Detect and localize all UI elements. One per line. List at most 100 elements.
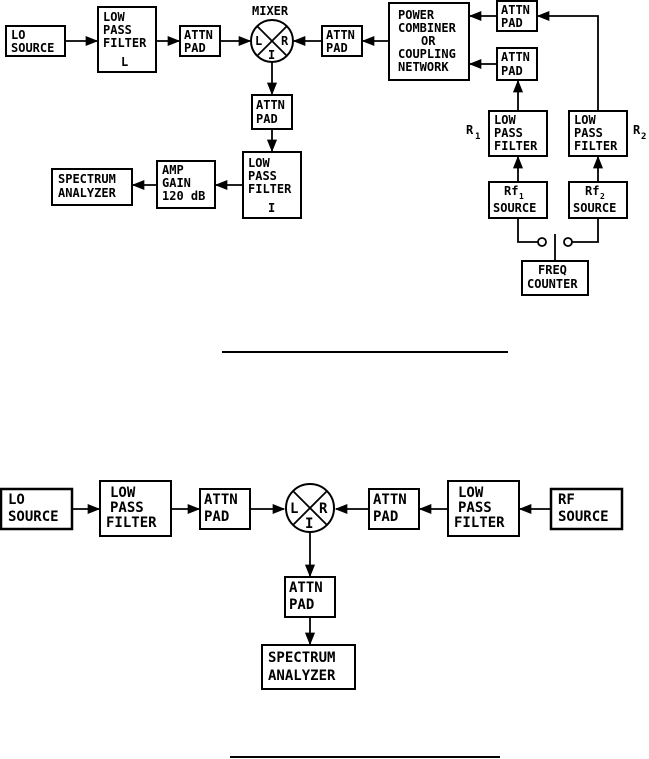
top-mixer-port-i: I	[268, 48, 275, 62]
top-lpf-r1-line2: PASS	[494, 126, 523, 140]
bottom-spectrum-line2: ANALYZER	[268, 668, 336, 684]
top-lpf-r2-line1: LOW	[574, 113, 596, 127]
top-mixer-port-l: L	[255, 34, 262, 48]
bottom-lpf-left-line3: FILTER	[106, 515, 157, 531]
bottom-connections	[72, 503, 551, 758]
top-rf2-main: Rf	[585, 184, 599, 198]
bottom-attn-i-line2: PAD	[289, 597, 314, 613]
top-lpf-i-line3: FILTER	[248, 182, 292, 196]
top-lpf-l-line2: PASS	[103, 23, 132, 37]
bottom-spectrum-analyzer-block: SPECTRUM ANALYZER	[261, 644, 356, 690]
top-r1-subscript: 1	[475, 132, 480, 142]
top-rf1-sub: 1	[519, 192, 524, 201]
top-attn-left-line2: PAD	[184, 41, 206, 55]
bottom-lpf-right-line3: FILTER	[454, 515, 505, 531]
figure-bottom: LO SOURCE LOW PASS FILTER ATTN PAD L R I…	[0, 480, 624, 758]
top-lpf-r1-line1: LOW	[494, 113, 516, 127]
top-amp-line2: GAIN	[162, 176, 191, 190]
bottom-rf-source-block: RF SOURCE	[549, 487, 624, 531]
top-attn-pad-i: ATTN PAD	[251, 94, 293, 130]
top-attn-right-line1: ATTN	[326, 28, 355, 42]
top-freq-counter-block: FREQ COUNTER	[521, 260, 589, 296]
top-combiner-line2: COMBINER	[398, 21, 457, 35]
top-lpf-i-line2: PASS	[248, 169, 277, 183]
top-lpf-i-tag: I	[268, 201, 275, 215]
top-combiner-line5: NETWORK	[398, 60, 449, 74]
bottom-lpf-left-line2: PASS	[110, 500, 144, 516]
top-r2-subscript: 2	[641, 132, 646, 142]
top-attn-right-line2: PAD	[326, 41, 348, 55]
bottom-lpf-right-block: LOW PASS FILTER	[447, 480, 520, 537]
top-attn-pad-r1-lower: ATTN PAD	[496, 47, 538, 81]
top-mixer-port-r: R	[281, 34, 289, 48]
bottom-attn-i-line1: ATTN	[289, 580, 323, 596]
top-lpf-r1-block: LOW PASS FILTER	[488, 110, 548, 157]
top-attn-i-line1: ATTN	[256, 98, 285, 112]
top-combiner-line1: POWER	[398, 8, 435, 22]
bottom-rf-source-line2: SOURCE	[558, 509, 609, 525]
top-r1-label: R	[466, 123, 474, 137]
top-lpf-l-line1: LOW	[103, 10, 125, 24]
top-lpf-i-line1: LOW	[248, 156, 270, 170]
bottom-attn-right-line1: ATTN	[373, 492, 407, 508]
bottom-lpf-left-block: LOW PASS FILTER	[99, 480, 172, 537]
bottom-lpf-right-line2: PASS	[458, 500, 492, 516]
top-lpf-l-tag: L	[121, 55, 128, 69]
bottom-attn-left-line2: PAD	[204, 509, 229, 525]
bottom-mixer: L R I	[285, 483, 335, 533]
top-freq-counter-line2: COUNTER	[527, 277, 578, 291]
bottom-attn-right-line2: PAD	[373, 509, 398, 525]
bottom-attn-pad-i: ATTN PAD	[284, 576, 336, 618]
top-rf1-line2: SOURCE	[493, 201, 536, 215]
bottom-lpf-right-line1: LOW	[458, 485, 484, 501]
top-spectrum-line2: ANALYZER	[58, 186, 117, 200]
top-rf1-source-block: Rf 1 SOURCE	[488, 181, 548, 219]
bottom-lo-source-block: LO SOURCE	[0, 487, 74, 531]
top-rf2-sub: 2	[600, 192, 605, 201]
top-r2-label: R	[633, 123, 641, 137]
top-amp-line3: 120 dB	[162, 189, 205, 203]
top-lpf-l-line3: FILTER	[103, 36, 147, 50]
top-spectrum-analyzer-block: SPECTRUM ANALYZER	[51, 168, 133, 206]
top-lpf-r2-block: LOW PASS FILTER	[568, 110, 628, 157]
bottom-mixer-port-i: I	[305, 516, 313, 532]
top-mixer: MIXER L R I	[250, 4, 294, 63]
bottom-lo-source-line1: LO	[8, 492, 25, 508]
top-attn-pad-r1-upper: ATTN PAD	[496, 0, 538, 32]
top-attn-r1-lower-line1: ATTN	[501, 50, 530, 64]
top-lo-source-line2: SOURCE	[11, 41, 54, 55]
top-lpf-r2-line2: PASS	[574, 126, 603, 140]
top-attn-pad-right: ATTN PAD	[321, 25, 363, 57]
bottom-lo-source-line2: SOURCE	[8, 509, 59, 525]
top-combiner-line3: OR	[421, 34, 436, 48]
top-spectrum-line1: SPECTRUM	[58, 172, 116, 186]
top-lpf-r1-line3: FILTER	[494, 139, 538, 153]
top-rf2-line2: SOURCE	[573, 201, 616, 215]
bottom-lpf-left-line1: LOW	[110, 485, 136, 501]
top-attn-r1-upper-line1: ATTN	[501, 3, 530, 17]
figure-top: LO SOURCE LOW PASS FILTER L ATTN PAD MIX…	[5, 0, 646, 353]
top-freq-counter-line1: FREQ	[538, 263, 567, 277]
bottom-attn-left-line1: ATTN	[204, 492, 238, 508]
top-attn-i-line2: PAD	[256, 112, 278, 126]
top-lpf-l-block: LOW PASS FILTER L	[97, 6, 157, 73]
bottom-mixer-port-l: L	[290, 501, 298, 517]
top-attn-r1-upper-line2: PAD	[501, 16, 523, 30]
bottom-rf-source-line1: RF	[558, 492, 575, 508]
bottom-spectrum-line1: SPECTRUM	[268, 650, 335, 666]
bottom-attn-pad-left: ATTN PAD	[199, 488, 251, 530]
top-connections	[65, 10, 604, 353]
top-lpf-r2-line3: FILTER	[574, 139, 618, 153]
top-lo-source-line1: LO	[11, 28, 25, 42]
top-mixer-label: MIXER	[252, 4, 289, 18]
top-amp-block: AMP GAIN 120 dB	[156, 160, 216, 209]
top-attn-r1-lower-line2: PAD	[501, 64, 523, 78]
bottom-attn-pad-right: ATTN PAD	[368, 488, 420, 530]
top-attn-pad-left: ATTN PAD	[179, 25, 221, 57]
top-lo-source-block: LO SOURCE	[5, 25, 66, 57]
top-lpf-i-block: LOW PASS FILTER I	[242, 151, 302, 219]
top-power-combiner-block: POWER COMBINER OR COUPLING NETWORK	[388, 2, 470, 81]
top-combiner-line4: COUPLING	[398, 47, 456, 61]
top-amp-line1: AMP	[162, 163, 184, 177]
